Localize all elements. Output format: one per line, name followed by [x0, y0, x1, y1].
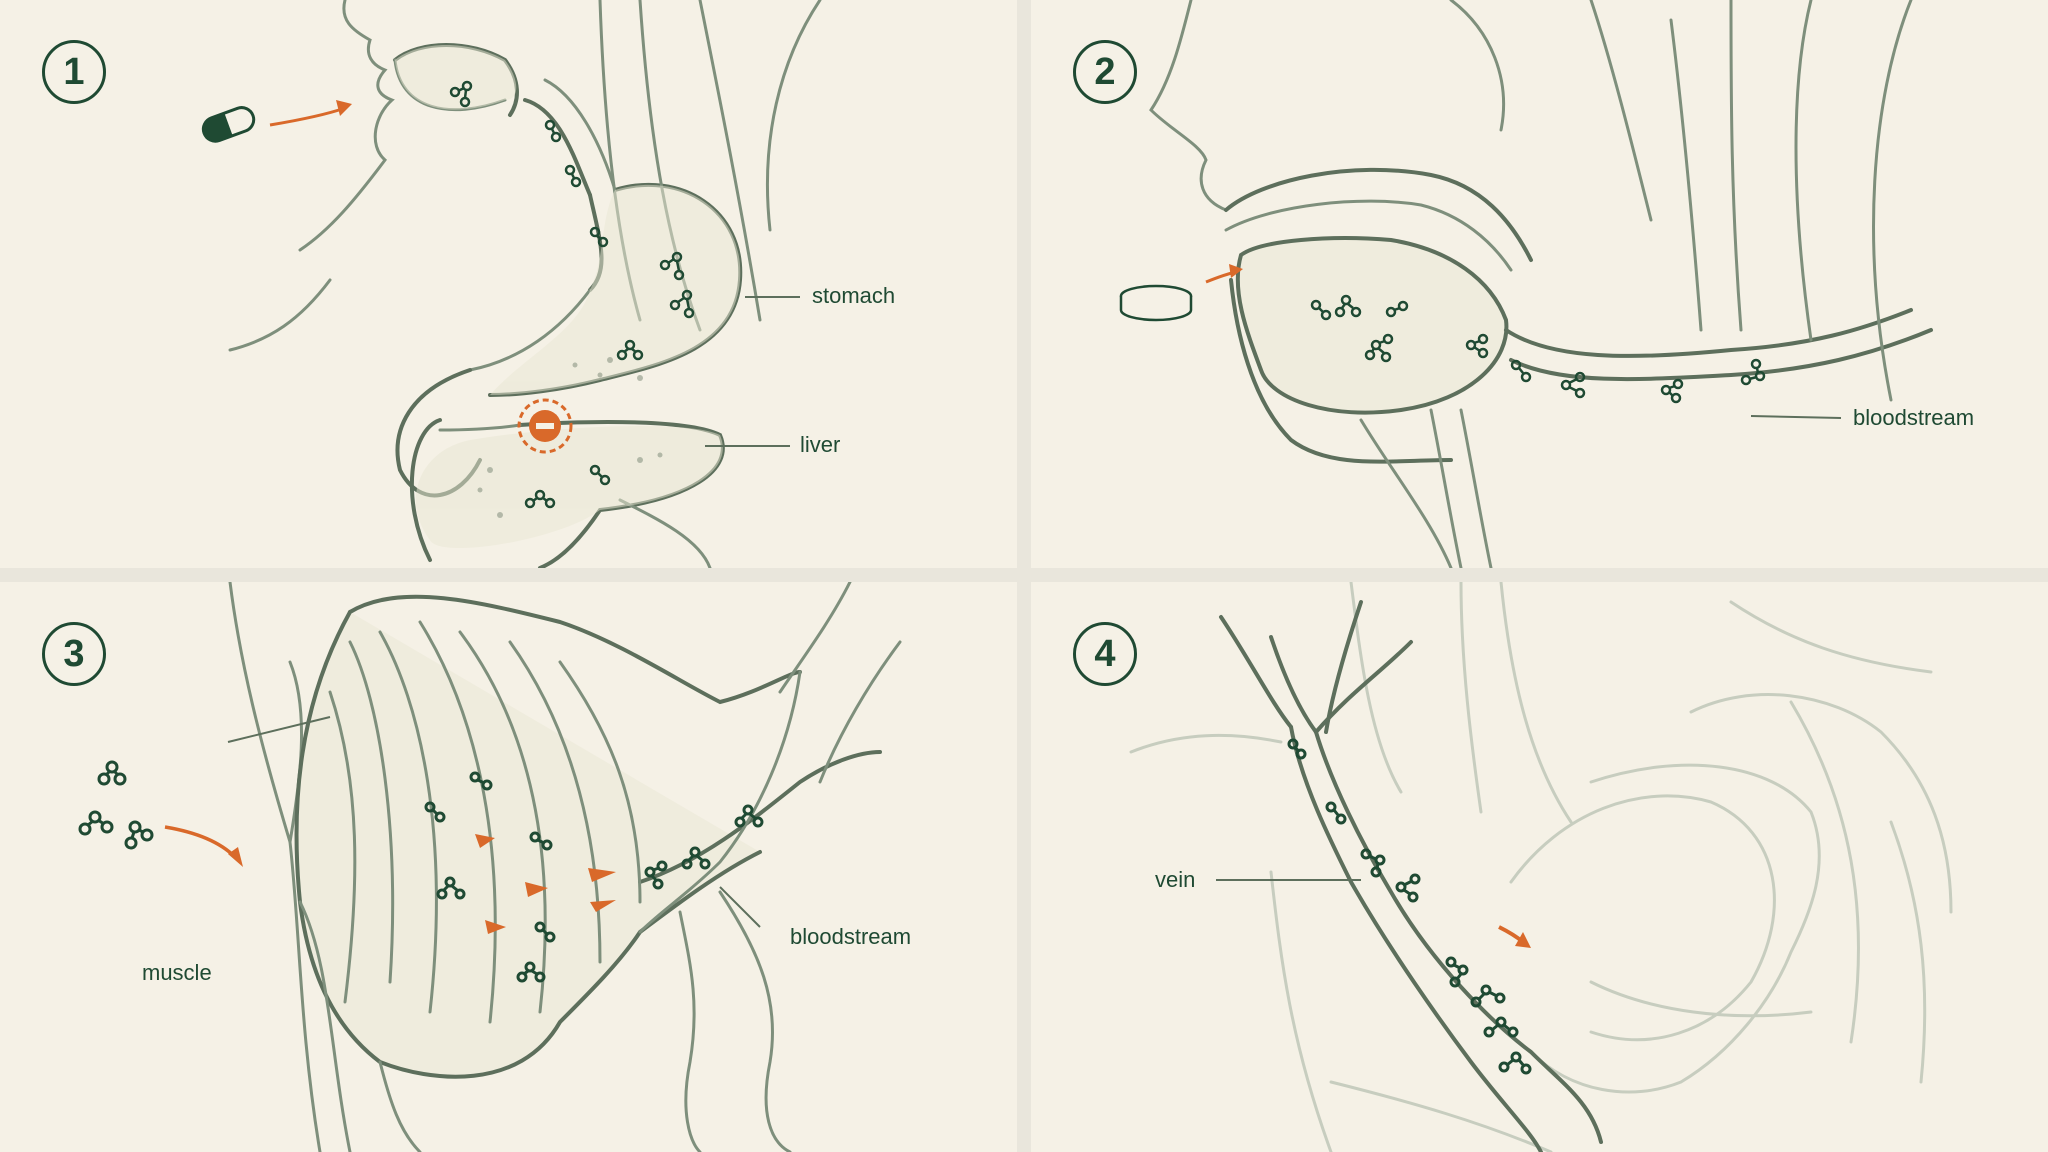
liver-label: liver — [800, 432, 840, 458]
arrow-icon — [165, 827, 243, 867]
capsule-icon — [200, 104, 257, 144]
panel-sublingual: 2 bloodstream — [1031, 0, 2048, 568]
panel-oral: 1 stomach liver — [0, 0, 1017, 568]
arrow-icon — [270, 100, 352, 125]
step-number: 3 — [42, 622, 106, 686]
vein-label: vein — [1155, 867, 1195, 893]
tablet-icon — [1121, 286, 1191, 320]
muscle-label: muscle — [142, 960, 212, 986]
intramuscular-illustration — [0, 582, 1017, 1152]
bloodstream-label: bloodstream — [790, 924, 911, 950]
step-number: 1 — [42, 40, 106, 104]
arrow-icon — [1499, 927, 1531, 948]
step-number: 2 — [1073, 40, 1137, 104]
bloodstream-label: bloodstream — [1853, 405, 1974, 431]
step-number: 4 — [1073, 622, 1137, 686]
panel-intramuscular: 3 muscle bloodstream — [0, 582, 1017, 1152]
panel-intravenous: 4 vein — [1031, 582, 2048, 1152]
sublingual-illustration — [1031, 0, 2048, 568]
stomach-label: stomach — [812, 283, 895, 309]
